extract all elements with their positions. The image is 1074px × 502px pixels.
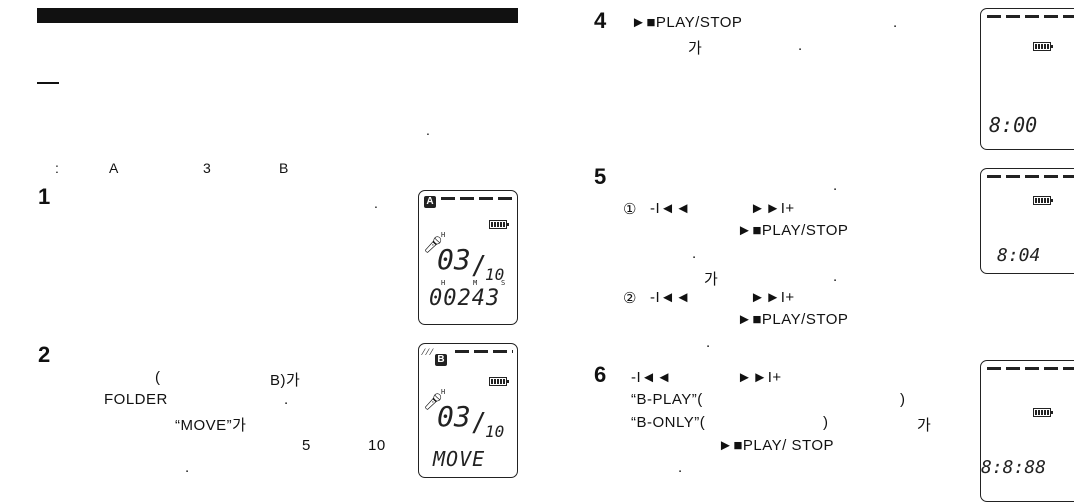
paren-close: ) xyxy=(823,414,829,431)
ga: 가 xyxy=(917,417,932,434)
note-three: 3 xyxy=(203,160,211,176)
period: . xyxy=(185,459,190,476)
b-play-label: “B-PLAY”( xyxy=(631,391,703,408)
h-label: H xyxy=(441,231,446,239)
ga: 가 xyxy=(688,40,703,57)
period: . xyxy=(284,391,289,408)
s-unit: S xyxy=(501,279,506,287)
period: . xyxy=(426,122,430,138)
ga: 가 xyxy=(704,271,719,288)
paren-close: ) xyxy=(900,391,906,408)
time-display: 8:00 xyxy=(989,113,1038,137)
step-1-period: . xyxy=(374,195,378,211)
battery-icon xyxy=(1033,408,1053,417)
lcd-display-step6: 8:8:88 xyxy=(980,360,1074,502)
step-2-number: 2 xyxy=(38,342,51,367)
lcd-display-step5: 8:04 xyxy=(980,168,1074,274)
lcd-display-step4: 8:00 xyxy=(980,8,1074,150)
battery-icon xyxy=(1033,196,1053,205)
play-stop-button-label: ►■PLAY/STOP xyxy=(737,222,849,239)
prev-key-label: -I◄◄ xyxy=(631,369,672,386)
paren: ( xyxy=(155,369,161,386)
period: . xyxy=(893,14,898,31)
step-6-number: 6 xyxy=(594,362,607,387)
prev-key-label: -I◄◄ xyxy=(650,289,691,306)
level-dashes xyxy=(987,15,1074,18)
circle-1: ① xyxy=(623,201,637,218)
h-label: H xyxy=(441,388,446,396)
file-number: 03 xyxy=(437,400,471,433)
microphone-icon: 🎤︎ xyxy=(423,237,444,254)
b-only-label: “B-ONLY”( xyxy=(631,414,706,431)
play-stop-button-label: ►■PLAY/ STOP xyxy=(718,437,835,454)
blink-marks-icon: ⁄ ⁄ ⁄ xyxy=(423,347,433,357)
step-5-number: 5 xyxy=(594,164,607,189)
note-a: A xyxy=(109,160,119,176)
folder-label: FOLDER xyxy=(104,391,168,408)
next-key-label: ►►I+ xyxy=(750,200,795,217)
microphone-icon: 🎤︎ xyxy=(423,394,444,411)
next-key-label: ►►I+ xyxy=(737,369,782,386)
period: . xyxy=(706,334,711,351)
prev-key-label: -I◄◄ xyxy=(650,200,691,217)
time-display: 8:04 xyxy=(997,245,1041,266)
period: . xyxy=(678,459,683,476)
section-dash xyxy=(37,82,59,84)
level-dashes xyxy=(987,175,1074,178)
header-bar xyxy=(37,8,518,23)
m-unit: M xyxy=(473,279,478,287)
play-stop-button-label: ►■PLAY/STOP xyxy=(631,14,743,31)
note-colon: : xyxy=(55,160,59,176)
lcd-display-b: B ⁄ ⁄ ⁄ 🎤︎ H 03 / 10 MOVE xyxy=(418,343,518,478)
time-display: 8:8:88 xyxy=(981,457,1047,478)
level-dashes xyxy=(987,367,1074,370)
period: . xyxy=(798,37,803,54)
battery-icon xyxy=(1033,42,1053,51)
circle-2: ② xyxy=(623,290,637,307)
file-number: 03 xyxy=(437,243,471,276)
move-indicator: MOVE xyxy=(433,447,486,471)
slash: / xyxy=(471,251,487,281)
step-1-number: 1 xyxy=(38,184,51,209)
h-unit: H xyxy=(441,279,446,287)
play-stop-button-label: ►■PLAY/STOP xyxy=(737,311,849,328)
step-4-number: 4 xyxy=(594,8,607,33)
folder-a-badge: A xyxy=(424,196,436,208)
battery-icon xyxy=(489,377,509,386)
b-ga: B)가 xyxy=(270,372,301,389)
elapsed-time: 00243 xyxy=(429,286,501,311)
folder-b-badge: B xyxy=(435,354,447,366)
ten: 10 xyxy=(368,437,386,454)
period: . xyxy=(692,245,697,262)
level-dashes xyxy=(455,350,513,353)
level-dashes xyxy=(441,197,513,200)
file-total: 10 xyxy=(485,265,505,284)
five: 5 xyxy=(302,437,311,454)
slash: / xyxy=(471,408,487,438)
next-key-label: ►►I+ xyxy=(750,289,795,306)
period: . xyxy=(833,177,838,194)
file-total: 10 xyxy=(485,422,505,441)
battery-icon xyxy=(489,220,509,229)
period: . xyxy=(833,268,838,285)
note-b: B xyxy=(279,160,289,176)
lcd-display-a: A 🎤︎ H 03 / 10 H M S 00243 xyxy=(418,190,518,325)
move-label: “MOVE”가 xyxy=(175,417,247,434)
